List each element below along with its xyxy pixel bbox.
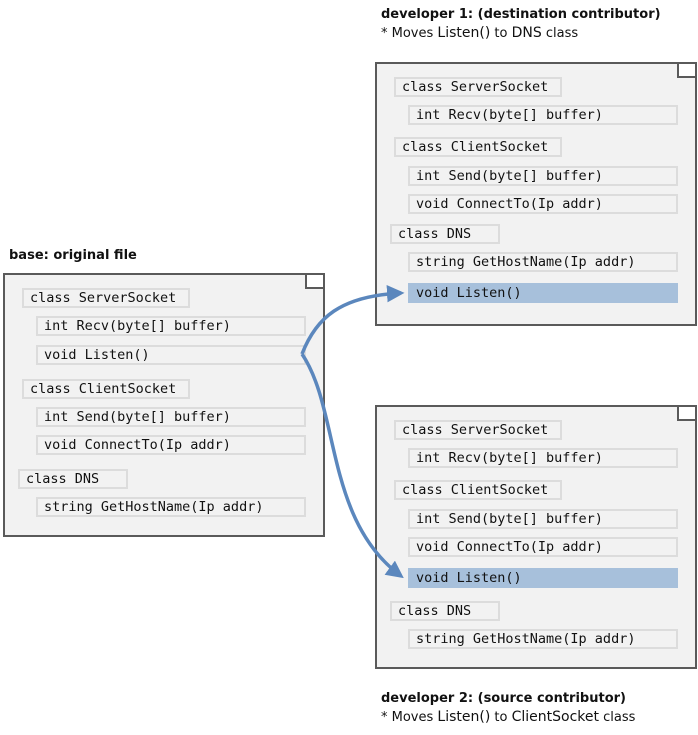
- base-method-send: int Send(byte[] buffer): [36, 407, 306, 427]
- page-corner-icon: [677, 62, 697, 78]
- dev2-title: developer 2: (source contributor): [381, 691, 626, 706]
- page-corner-icon: [677, 405, 697, 421]
- dev2-method-connectto: void ConnectTo(Ip addr): [408, 537, 678, 557]
- dev1-class-dns: class DNS: [390, 224, 500, 244]
- arrow-to-dns: [300, 284, 405, 355]
- dev1-class-serversocket: class ServerSocket: [394, 77, 562, 97]
- base-class-serversocket: class ServerSocket: [22, 288, 190, 308]
- base-method-connectto: void ConnectTo(Ip addr): [36, 435, 306, 455]
- page-corner-icon: [305, 273, 325, 289]
- dev2-class-dns: class DNS: [390, 601, 500, 621]
- dev2-method-listen-moved: void Listen(): [408, 568, 678, 588]
- dev2-method-recv: int Recv(byte[] buffer): [408, 448, 678, 468]
- dev2-class-serversocket: class ServerSocket: [394, 420, 562, 440]
- dev1-note: * Moves Listen() to DNS class: [381, 25, 579, 41]
- dev1-class-clientsocket: class ClientSocket: [394, 137, 562, 157]
- dev1-method-send: int Send(byte[] buffer): [408, 166, 678, 186]
- dev1-method-recv: int Recv(byte[] buffer): [408, 105, 678, 125]
- dev1-method-gethostname: string GetHostName(Ip addr): [408, 252, 678, 272]
- base-method-recv: int Recv(byte[] buffer): [36, 316, 306, 336]
- dev2-method-send: int Send(byte[] buffer): [408, 509, 678, 529]
- dev2-note: * Moves Listen() to ClientSocket class: [381, 709, 636, 725]
- base-method-listen: void Listen(): [36, 345, 306, 365]
- dev1-title: developer 1: (destination contributor): [381, 7, 661, 22]
- dev1-method-connectto: void ConnectTo(Ip addr): [408, 194, 678, 214]
- dev1-method-listen-moved: void Listen(): [408, 283, 678, 303]
- dev2-class-clientsocket: class ClientSocket: [394, 480, 562, 500]
- base-method-gethostname: string GetHostName(Ip addr): [36, 497, 306, 517]
- dev2-method-gethostname: string GetHostName(Ip addr): [408, 629, 678, 649]
- base-title: base: original file: [9, 248, 137, 263]
- arrow-to-clientsocket: [300, 353, 404, 579]
- base-class-dns: class DNS: [18, 469, 128, 489]
- base-class-clientsocket: class ClientSocket: [22, 379, 190, 399]
